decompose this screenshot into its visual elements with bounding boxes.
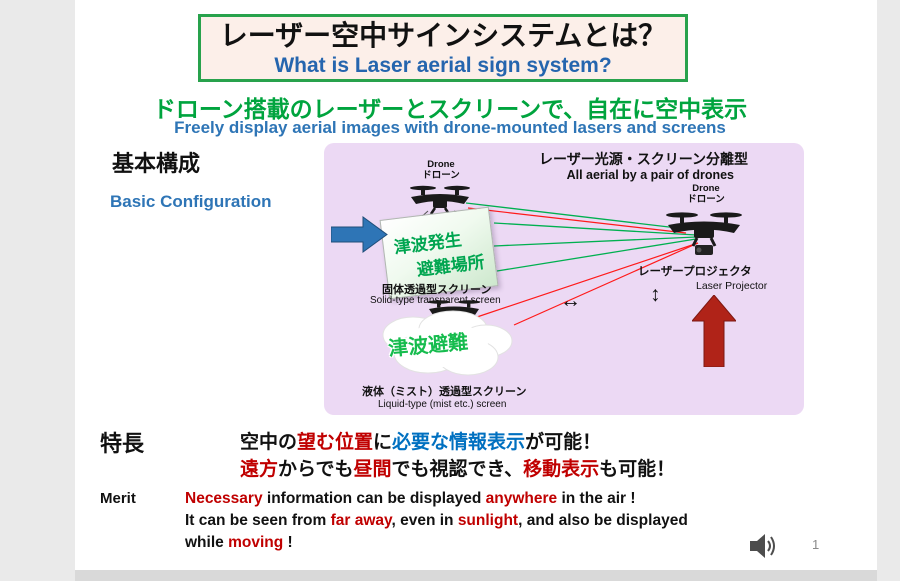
headline-jp: ドローン搭載のレーザーとスクリーンで、自在に空中表示 <box>152 96 748 122</box>
features-heading-jp: 特長 <box>100 431 145 456</box>
feature-line-jp-2: 遠方からでも昼間でも視認でき、移動表示も可能！ <box>240 456 675 483</box>
slide-title-jp: レーザー空中サインシステムとは？ <box>219 20 667 51</box>
feature-line-en-2: It can be seen from far away, even in su… <box>185 510 835 532</box>
text-segment: でも視認でき、 <box>391 459 524 480</box>
viewer-edge-right <box>877 0 900 581</box>
text-segment: 望む位置 <box>297 432 374 453</box>
drone-left-label-en: Drone <box>427 159 455 170</box>
viewer-edge-left <box>0 0 75 581</box>
text-segment: information can be displayed <box>262 490 486 507</box>
move-vertical-arrow-icon: ↕ <box>650 283 661 306</box>
blue-right-arrow-icon <box>331 216 388 253</box>
text-segment: が可能！ <box>525 432 602 453</box>
text-segment: , even in <box>391 512 458 529</box>
drone-right-label-en: Drone <box>692 183 720 194</box>
features-heading-en: Merit <box>100 490 136 507</box>
text-segment: moving <box>228 534 284 551</box>
title-box: レーザー空中サインシステムとは？ What is Laser aerial si… <box>198 14 688 82</box>
text-segment: sunlight <box>457 512 519 529</box>
text-segment: 空中の <box>240 432 298 453</box>
solid-screen-label-jp: 固体透過型スクリーン <box>382 284 492 296</box>
feature-line-jp-1: 空中の望む位置に必要な情報表示が可能！ <box>240 429 675 456</box>
feature-line-en-3: while moving ! <box>185 532 835 554</box>
text-segment: 遠方 <box>240 459 279 480</box>
speaker-icon[interactable] <box>748 532 780 560</box>
drone-left-label: Drone ドローン <box>410 159 472 181</box>
projector-label-jp: レーザープロジェクタ <box>638 266 752 278</box>
slide-title-en: What is Laser aerial sign system? <box>274 54 612 77</box>
viewer-edge-bottom <box>75 570 877 581</box>
features-text-jp: 空中の望む位置に必要な情報表示が可能！ 遠方からでも昼間でも視認でき、移動表示も… <box>240 429 675 483</box>
headline-en: Freely display aerial images with drone-… <box>174 118 726 137</box>
mist-cloud-icon <box>382 310 513 376</box>
mist-screen-label-jp: 液体（ミスト）透過型スクリーン <box>362 386 527 398</box>
text-segment: in the air ! <box>557 490 636 507</box>
drone-projector-icon <box>666 212 742 255</box>
drone-icon <box>410 185 470 215</box>
text-segment: far away <box>330 512 392 529</box>
section-label-en: Basic Configuration <box>110 192 272 211</box>
diagram-caption-en: All aerial by a pair of drones <box>566 168 734 182</box>
drone-right-label: Drone ドローン <box>670 183 742 205</box>
text-segment: Necessary <box>185 490 263 507</box>
diagram-caption-jp: レーザー光源・スクリーン分離型 <box>538 151 748 167</box>
projector-label-en: Laser Projector <box>696 280 768 292</box>
text-segment: も可能！ <box>599 459 676 480</box>
text-segment: 移動表示 <box>523 459 600 480</box>
page-number: 1 <box>812 537 820 552</box>
text-segment: while <box>185 534 229 551</box>
feature-line-en-1: Necessary information can be displayed a… <box>185 488 835 510</box>
text-segment: It can be seen from <box>185 512 331 529</box>
features-text-en: Necessary information can be displayed a… <box>185 488 835 554</box>
text-segment: に <box>373 432 393 453</box>
text-segment: anywhere <box>485 490 558 507</box>
text-segment: からでも <box>278 459 354 480</box>
diagram-panel: レーザー光源・スクリーン分離型 All aerial by a pair of … <box>324 143 804 415</box>
red-up-arrow-icon <box>692 295 736 367</box>
text-segment: ! <box>283 534 293 551</box>
drone-right-label-jp: ドローン <box>687 194 725 205</box>
text-segment: 昼間 <box>353 459 392 480</box>
text-segment: 必要な情報表示 <box>392 432 526 453</box>
section-label-jp: 基本構成 <box>112 151 201 176</box>
move-horizontal-arrow-icon: ↔ <box>560 289 581 312</box>
drone-left-label-jp: ドローン <box>422 170 460 181</box>
text-segment: , and also be displayed <box>518 512 688 529</box>
mist-screen-label-en: Liquid-type (mist etc.) screen <box>378 399 507 410</box>
